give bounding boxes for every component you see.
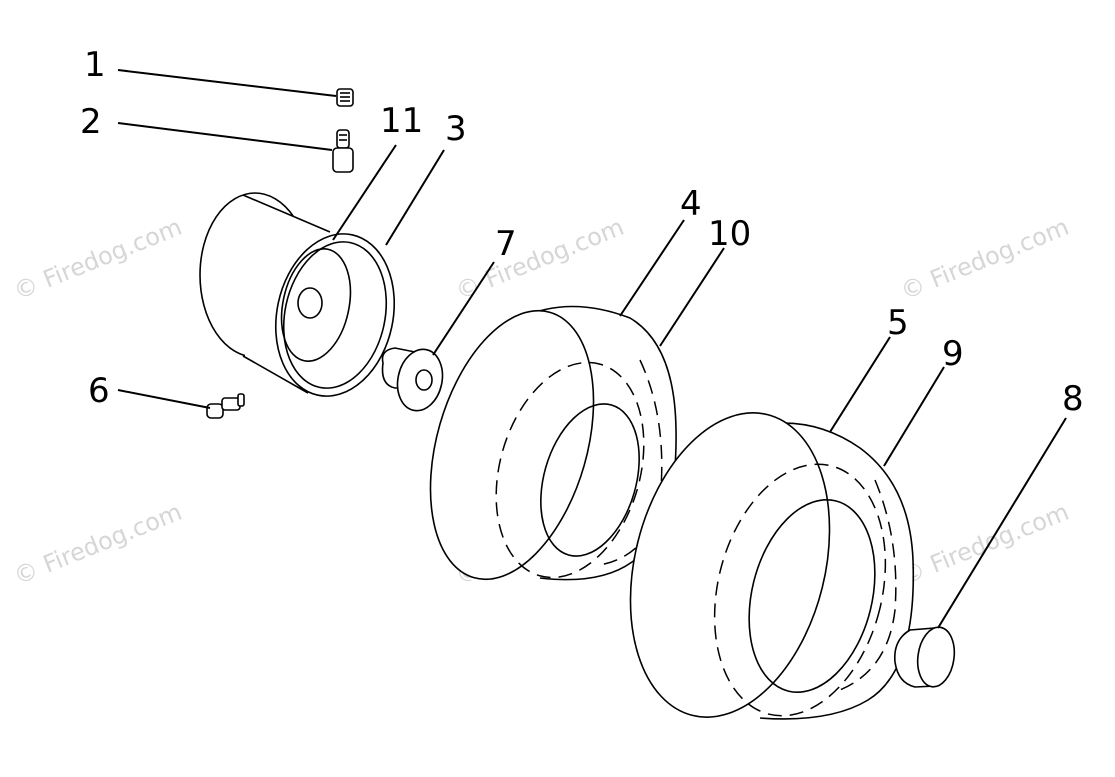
- front-tire: [429, 305, 677, 581]
- bushing: [381, 347, 444, 412]
- callout-10: 10: [708, 214, 751, 254]
- callout-9: 9: [942, 334, 964, 374]
- callout-11: 11: [380, 101, 423, 141]
- callout-8: 8: [1062, 379, 1084, 419]
- rear-tire: [629, 412, 915, 720]
- callout-4: 4: [680, 184, 702, 224]
- leader-lines: [117, 69, 1067, 629]
- callout-6: 6: [88, 371, 110, 411]
- watermark: © Firedog.com: [10, 213, 186, 306]
- watermark: © Firedog.com: [897, 213, 1073, 306]
- hub-cap: [893, 626, 956, 688]
- callout-5: 5: [887, 303, 909, 343]
- watermark: © Firedog.com: [897, 498, 1073, 591]
- valve-cap: [336, 88, 354, 107]
- callout-1: 1: [84, 45, 106, 85]
- lug-bolt: [206, 393, 245, 419]
- callout-7: 7: [495, 224, 517, 264]
- valve-stem: [332, 129, 354, 173]
- callout-2: 2: [80, 102, 102, 142]
- watermark: © Firedog.com: [452, 213, 628, 306]
- callout-numbers: 1 2 11 3 6 7 4 10 5 9 8: [80, 45, 1084, 419]
- wheel-rim: [199, 192, 396, 397]
- watermark: © Firedog.com: [10, 498, 186, 591]
- callout-3: 3: [445, 109, 467, 149]
